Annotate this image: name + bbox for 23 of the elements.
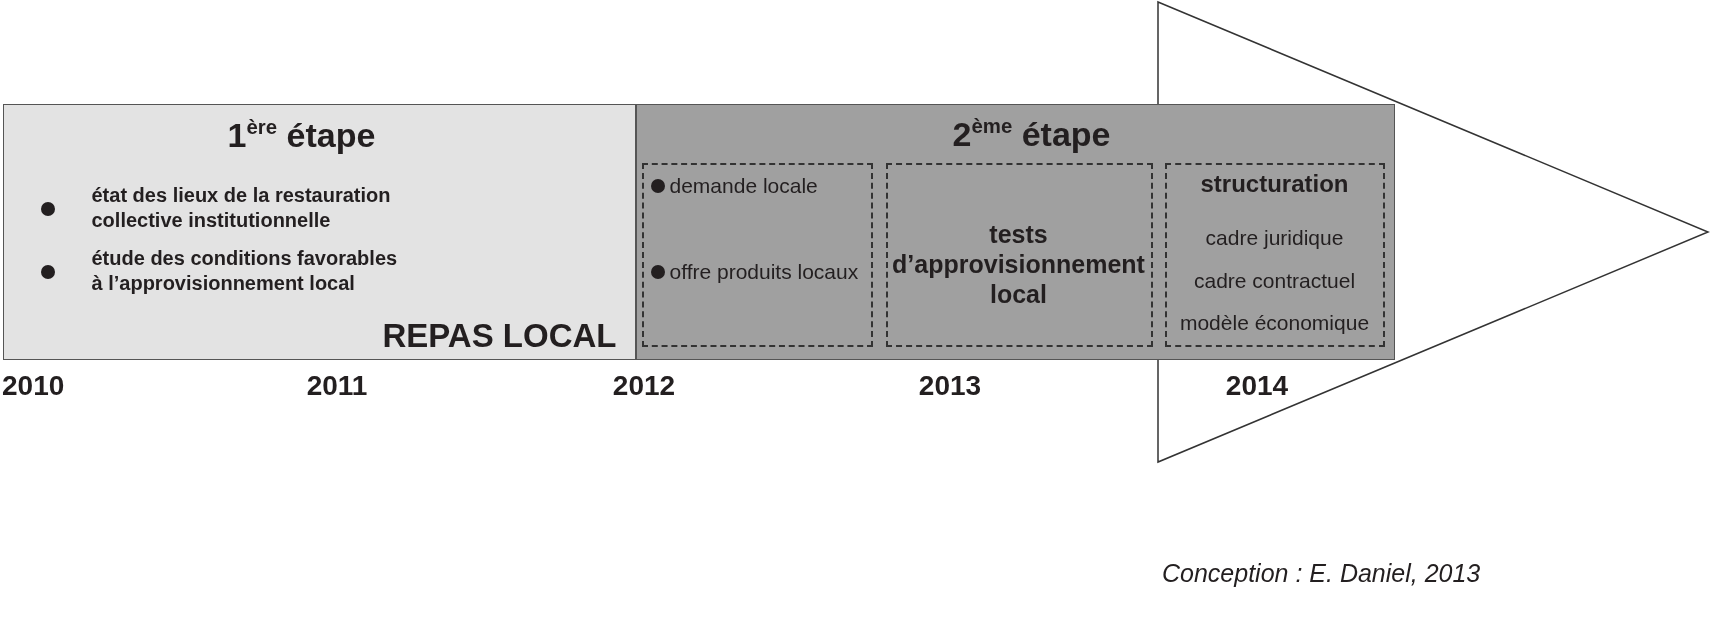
box-heading: structuration (1200, 169, 1349, 198)
item-text: modèle économique (1179, 309, 1370, 336)
stage-panel (636, 104, 1395, 360)
year-label: 2014 (1225, 369, 1289, 403)
bullet-text: état des lieux de la restauration collective institutionnelle (91, 183, 392, 233)
stage-title: 2$^{ème}$ étape (952, 113, 1111, 154)
year-label: 2010 (2, 369, 65, 403)
dashed-frame (1164, 162, 1385, 347)
bullet-text: étude des conditions favorables à l’approvisionnement local (91, 246, 399, 296)
bullet-text: offre produits locaux (669, 258, 859, 285)
year-label: 2012 (612, 369, 676, 403)
stage-title: 1$^{ère}$ étape (227, 114, 376, 155)
project-title: REPAS LOCAL (382, 315, 617, 356)
box-heading: tests d’approvisionnement local (891, 218, 1146, 309)
caption: Conception : E. Daniel, 2013 (1162, 558, 1481, 588)
dashed-frame (641, 162, 873, 347)
year-label: 2013 (918, 369, 982, 403)
item-text: cadre contractuel (1193, 267, 1356, 294)
bullet-text: demande locale (669, 172, 818, 199)
year-label: 2011 (306, 369, 368, 403)
stage-panel (3, 104, 636, 360)
dashed-frame (885, 162, 1153, 347)
item-text: cadre juridique (1205, 224, 1344, 251)
